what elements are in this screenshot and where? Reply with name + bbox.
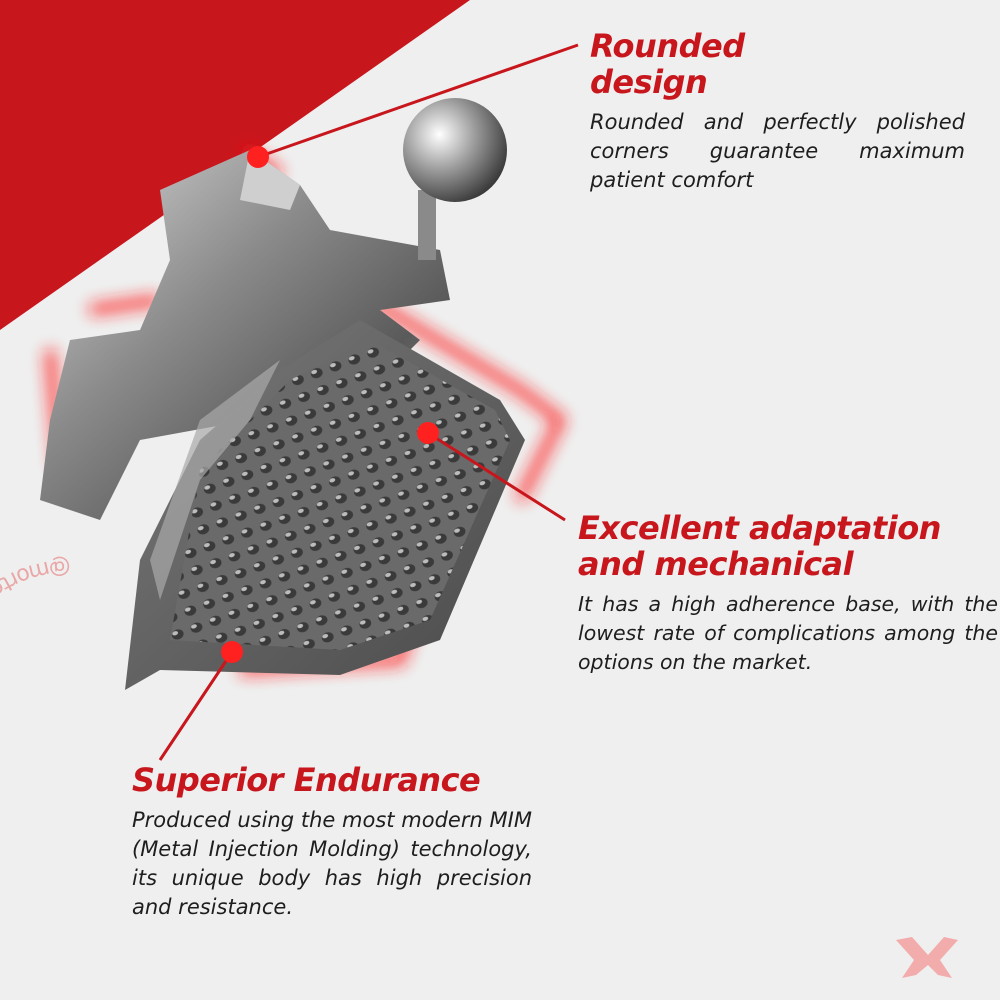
hotspot-dot <box>247 146 269 168</box>
leader-line-adaptation <box>427 431 566 522</box>
feature-title: Superior Endurance <box>132 761 481 799</box>
feature-description: It has a high adherence base, with the l… <box>578 592 998 674</box>
feature-description: Rounded and perfectly polished corners g… <box>590 110 965 192</box>
hotspot-dot <box>221 641 243 663</box>
brand-logo-icon <box>896 937 958 978</box>
feature-superior-endurance: Superior Endurance Produced using the mo… <box>132 762 532 922</box>
watermark-text: @mortodontia · @mortodontia · <box>0 554 72 818</box>
feature-description: Produced using the most modern MIM (Meta… <box>132 808 532 919</box>
hotspot-dot <box>417 422 439 444</box>
leader-line-rounded <box>257 43 579 159</box>
hook-ball <box>403 98 507 202</box>
leader-line-endurance <box>158 651 234 761</box>
